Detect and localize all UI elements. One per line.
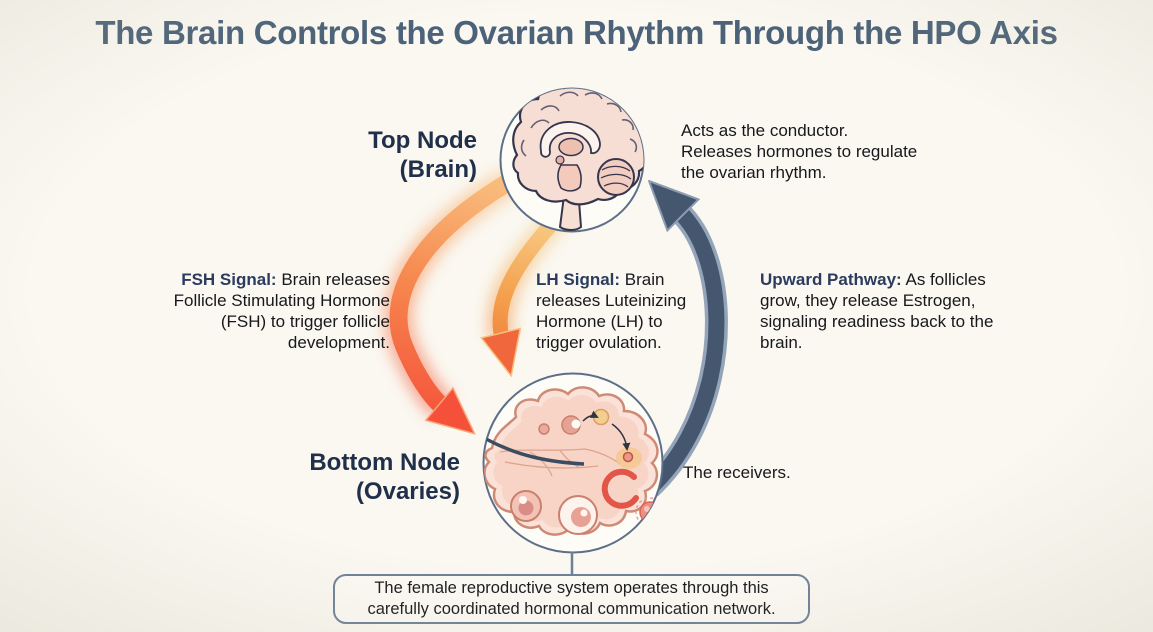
lh-arrow: [500, 209, 566, 338]
upward-pathway-note: Upward Pathway: As follicles grow, they …: [760, 269, 1006, 353]
fsh-signal-lead: FSH Signal:: [181, 270, 277, 289]
upward-pathway-text: As follicles grow, they release Estrogen…: [760, 270, 994, 353]
ovary-description: The receivers.: [683, 463, 791, 482]
ovary-icon: [483, 386, 663, 536]
fsh-arrow: [389, 172, 517, 408]
brain-node-circle: [499, 87, 645, 233]
lh-signal-text: Brain releases Luteinizing Hormone (LH) …: [536, 270, 687, 353]
caption-box: The female reproductive system operates …: [333, 574, 810, 624]
brain-icon: [512, 88, 644, 231]
ovary-node-circle: [482, 372, 664, 554]
upward-pathway-lead: Upward Pathway:: [760, 270, 902, 289]
fsh-signal-note: FSH Signal: Brain releases Follicle Stim…: [150, 269, 390, 353]
caption-text: The female reproductive system operates …: [367, 578, 776, 618]
upward-pathway-arrow: [641, 210, 728, 497]
top-node-label: Top Node (Brain): [368, 127, 477, 184]
fsh-signal-text: Brain releases Follicle Stimulating Horm…: [173, 270, 390, 353]
page-title: The Brain Controls the Ovarian Rhythm Th…: [95, 14, 1058, 51]
lh-signal-note: LH Signal: Brain releases Luteinizing Ho…: [536, 269, 714, 353]
bottom-node-label: Bottom Node (Ovaries): [309, 449, 460, 506]
lh-signal-lead: LH Signal:: [536, 270, 621, 289]
brain-description: Acts as the conductor. Releases hormones…: [681, 121, 918, 183]
